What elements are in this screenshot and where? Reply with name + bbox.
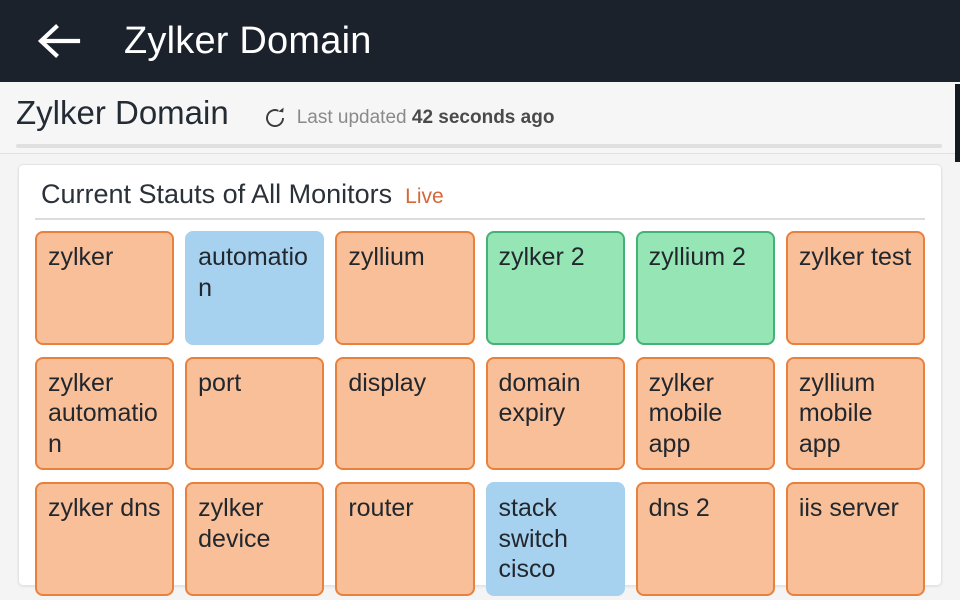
monitor-tile[interactable]: zylker device [185, 482, 325, 596]
last-updated-value: 42 seconds ago [411, 107, 555, 128]
sub-header: Zylker Domain Last updated 42 seconds ag… [0, 82, 960, 154]
card-header: Current Stauts of All Monitors Live [35, 175, 925, 220]
header-divider [16, 144, 942, 148]
monitor-tile[interactable]: zyllium 2 [635, 231, 775, 345]
monitor-tile[interactable]: zylker 2 [485, 231, 625, 345]
monitor-tile[interactable]: zylker automation [35, 356, 175, 470]
last-updated-text: Last updated 42 seconds ago [297, 107, 555, 129]
content-area: Current Stauts of All Monitors Live zylk… [0, 154, 960, 600]
monitor-tile[interactable]: zylker test [785, 231, 925, 345]
app-bar-title: Zylker Domain [124, 19, 372, 62]
monitor-tile[interactable]: zylker [35, 231, 175, 345]
monitor-tile[interactable]: iis server [785, 482, 925, 596]
page-title: Zylker Domain [16, 94, 229, 131]
card-title: Current Stauts of All Monitors [41, 179, 393, 209]
monitor-tile[interactable]: domain expiry [485, 356, 625, 470]
monitor-tile[interactable]: zyllium mobile app [785, 356, 925, 470]
monitor-tile[interactable]: router [335, 482, 475, 596]
monitors-card: Current Stauts of All Monitors Live zylk… [18, 164, 942, 596]
last-updated-label: Last updated [296, 107, 407, 128]
monitor-tile[interactable]: dns 2 [635, 482, 775, 596]
monitor-tile[interactable]: zyllium [335, 231, 475, 345]
monitor-tile[interactable]: zylker dns [35, 482, 175, 596]
monitor-tile[interactable]: stack switch cisco [485, 482, 625, 596]
back-button[interactable] [30, 12, 88, 70]
monitor-tile[interactable]: automation [185, 231, 325, 345]
refresh-icon[interactable] [263, 106, 287, 130]
monitor-tile[interactable]: port [185, 356, 325, 470]
live-badge: Live [405, 185, 444, 208]
scrollbar-indicator[interactable] [955, 84, 960, 162]
monitor-tile[interactable]: display [335, 356, 475, 470]
monitor-tile[interactable]: zylker mobile app [635, 356, 775, 470]
arrow-left-icon [34, 21, 84, 61]
app-bar: Zylker Domain [0, 0, 960, 82]
